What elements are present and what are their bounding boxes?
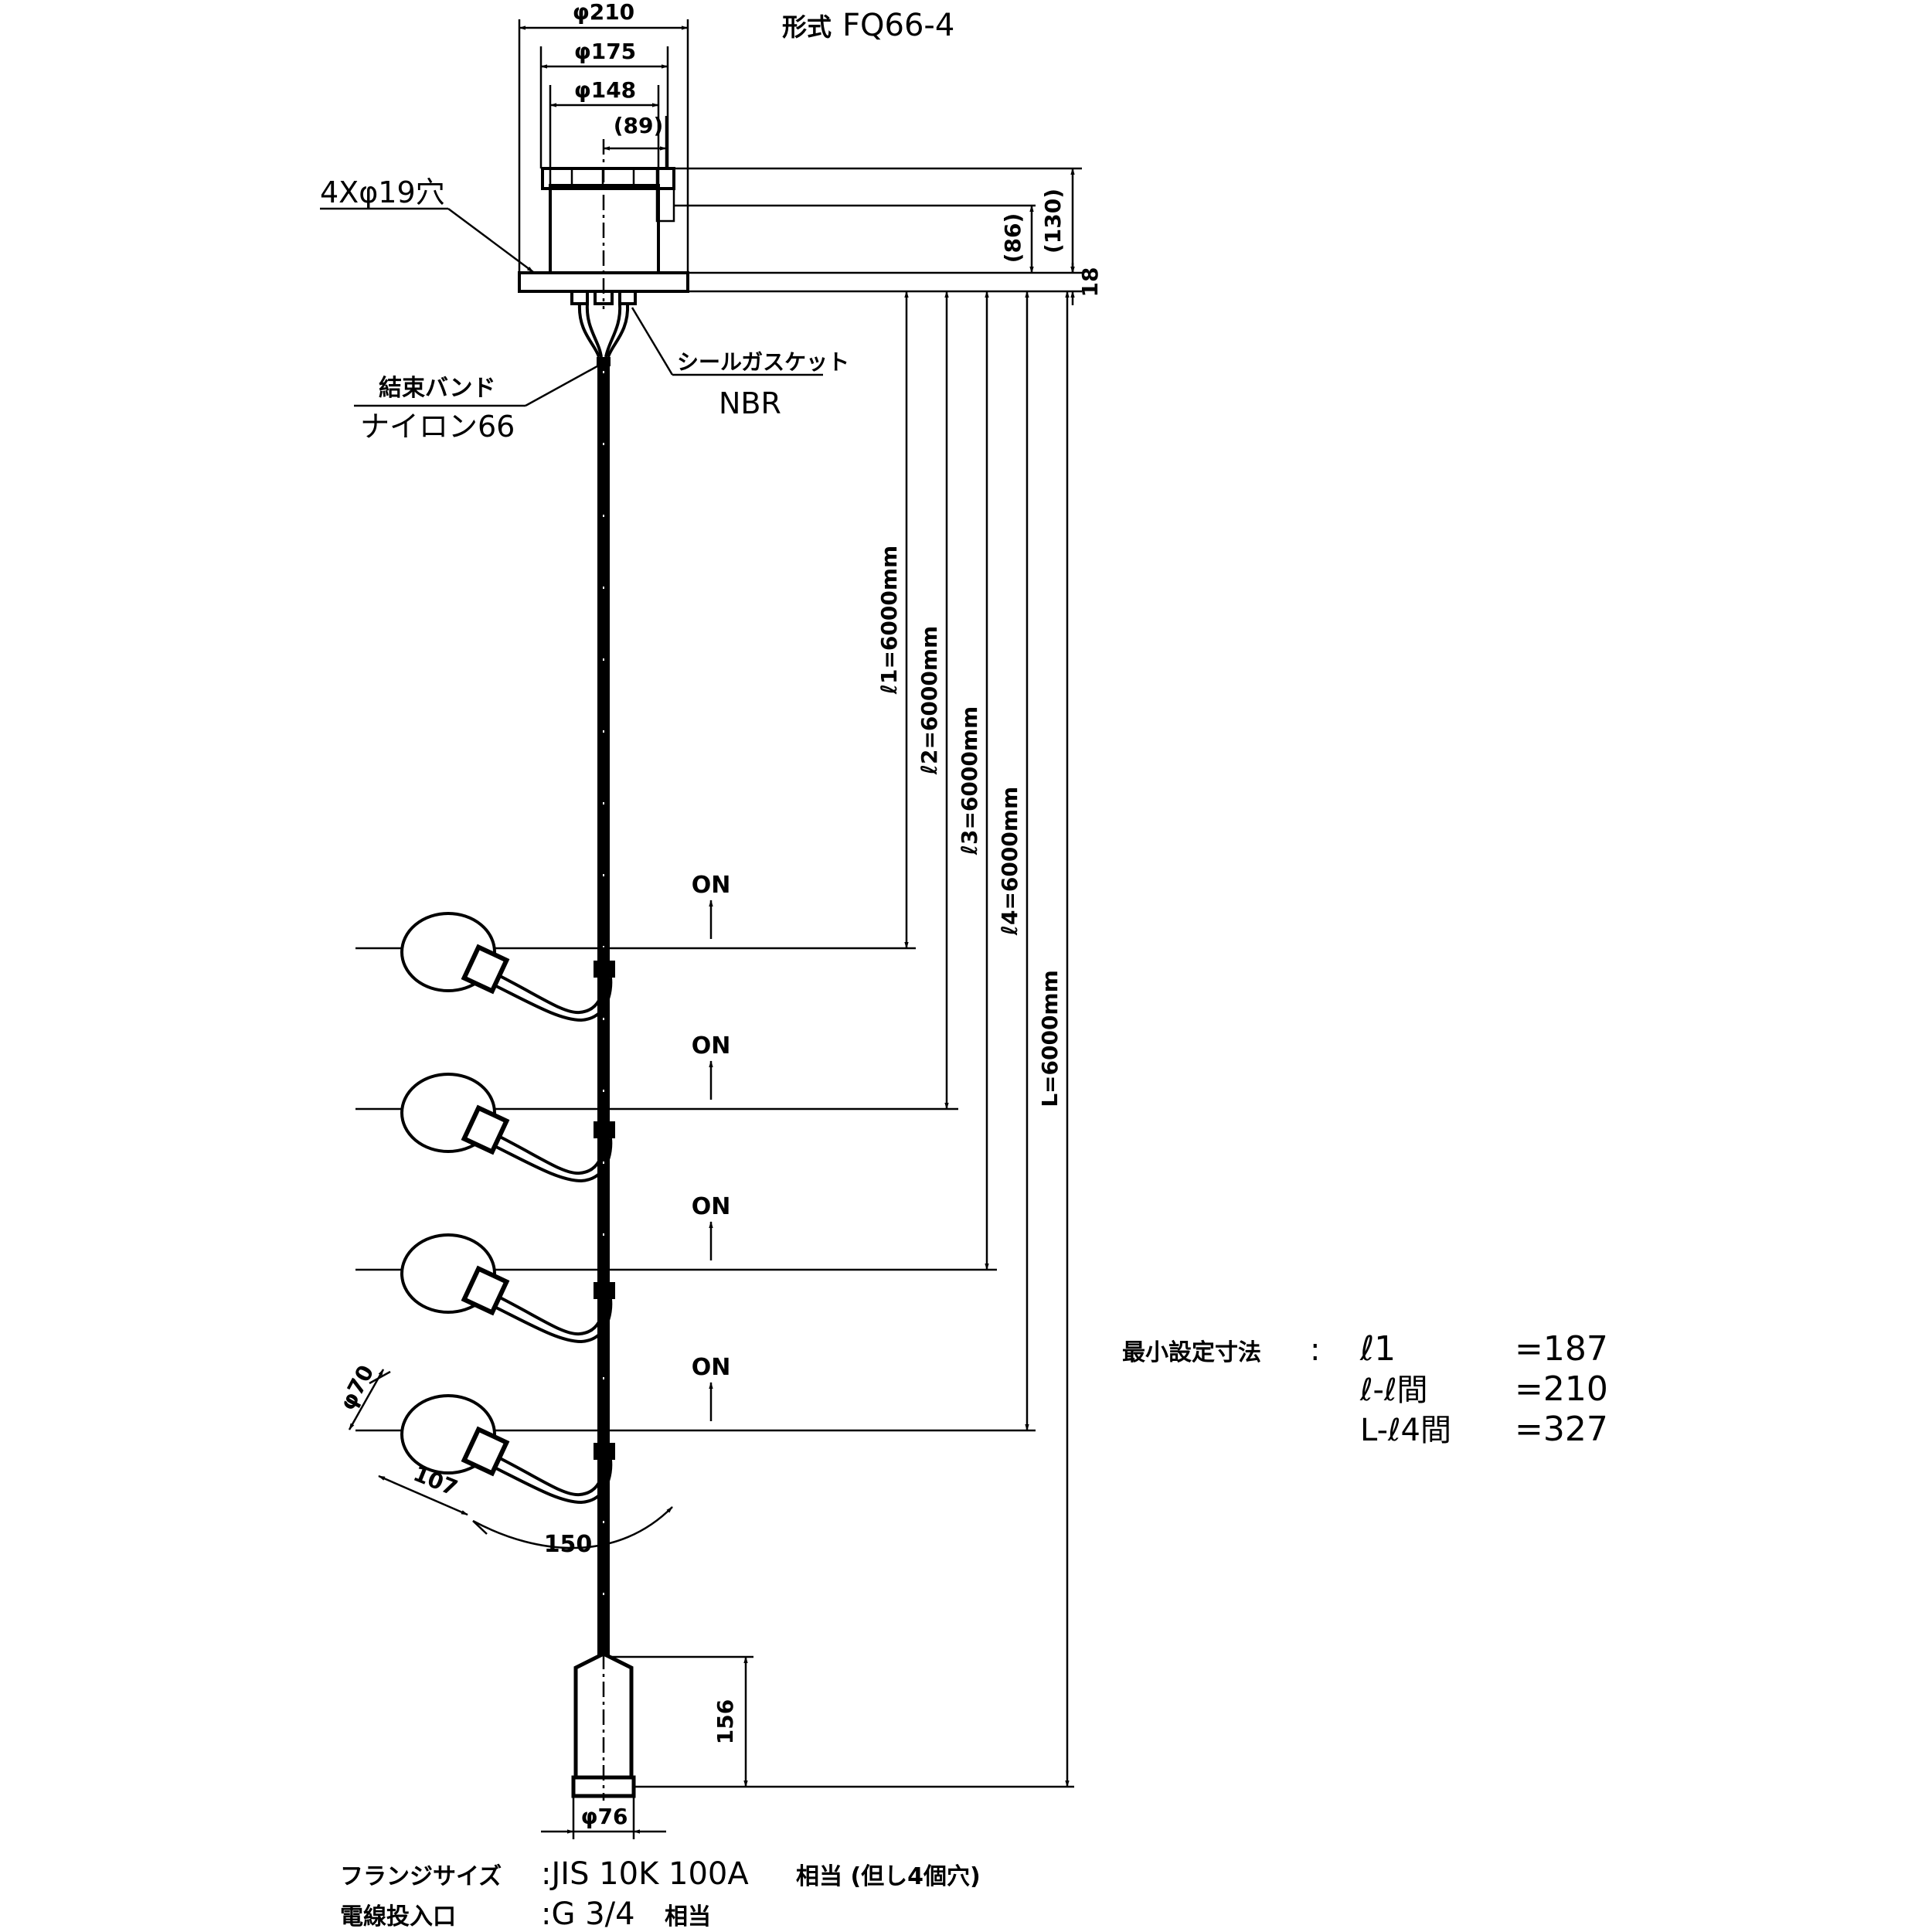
svg-text:L=6000mm: L=6000mm [1037,970,1063,1107]
svg-text:18: 18 [1077,267,1103,298]
spec-cable-entry: 電線投入口 :G 3/4 相当 [340,1896,711,1932]
svg-text:ℓ3=6000mm: ℓ3=6000mm [957,706,982,855]
min-row-2-value: =210 [1515,1369,1608,1409]
svg-text:結束バンド: 結束バンド [379,375,496,402]
band-callout: 結束バンド ナイロン66 [354,362,604,444]
svg-text:150: 150 [544,1531,593,1558]
svg-text:NBR: NBR [719,386,781,420]
on-labels: ON ON ON ON [692,872,731,1421]
svg-text:4Xφ19穴: 4Xφ19穴 [320,175,445,209]
svg-text:φ148: φ148 [574,77,636,103]
svg-text::G 3/4: :G 3/4 [541,1896,635,1932]
spec-flange-size: フランジサイズ :JIS 10K 100A 相当 (但し4個穴) [340,1856,981,1892]
svg-text:φ76: φ76 [581,1804,628,1829]
svg-text:ON: ON [692,1032,731,1060]
model-title: 形式 FQ66-4 [782,8,954,43]
svg-text:(130): (130) [1040,189,1066,253]
svg-text:最小設定寸法: 最小設定寸法 [1122,1339,1261,1366]
svg-text::JIS 10K 100A: :JIS 10K 100A [541,1856,749,1892]
svg-text::: : [1310,1332,1320,1368]
svg-text:ON: ON [692,1354,731,1381]
min-row-1-value: =187 [1515,1329,1608,1369]
svg-text:(86): (86) [1000,213,1026,264]
svg-text:φ210: φ210 [573,0,634,25]
min-row-2-name: ℓ-ℓ間 [1359,1372,1427,1408]
svg-text:ナイロン66: ナイロン66 [360,410,515,444]
svg-text:シールガスケット: シールガスケット [677,349,849,375]
svg-text:ON: ON [692,1193,731,1220]
svg-text:ℓ1=6000mm: ℓ1=6000mm [876,546,902,695]
min-row-3-value: =327 [1515,1410,1608,1449]
svg-text:ℓ4=6000mm: ℓ4=6000mm [997,787,1022,936]
float-4 [355,1394,1036,1505]
float-2 [355,1073,958,1183]
min-row-3-name: L-ℓ4間 [1360,1413,1451,1448]
svg-text:FQ66-4: FQ66-4 [842,8,954,43]
svg-text:相当 (但し4個穴): 相当 (但し4個穴) [796,1863,981,1890]
svg-text:相当: 相当 [665,1903,711,1930]
flange-head [518,139,689,366]
svg-text:ON: ON [692,872,731,899]
float-3 [355,1233,997,1344]
min-row-1-name: ℓ1 [1359,1329,1396,1369]
min-settings-table: 最小設定寸法 : ℓ1 =187 ℓ-ℓ間 =210 L-ℓ4間 =327 [1122,1329,1608,1449]
flange-dimensions: φ210 φ175 φ148 (89) 4Xφ19穴 (130) (86) 18 [320,0,1103,305]
svg-text:φ175: φ175 [574,39,636,64]
svg-text:ℓ2=6000mm: ℓ2=6000mm [917,626,942,775]
svg-text:電線投入口: 電線投入口 [340,1903,456,1930]
svg-text:156: 156 [713,1699,738,1744]
gasket-callout: シールガスケット NBR [631,307,849,420]
weight: 156 φ76 [541,1651,1074,1839]
float-1 [355,912,916,1022]
length-dimensions: ℓ1=6000mm ℓ2=6000mm ℓ3=6000mm ℓ4=6000mm … [876,291,1070,1787]
svg-text:フランジサイズ: フランジサイズ [340,1863,502,1890]
svg-text:(89): (89) [614,113,664,138]
svg-text:形式: 形式 [782,12,832,42]
